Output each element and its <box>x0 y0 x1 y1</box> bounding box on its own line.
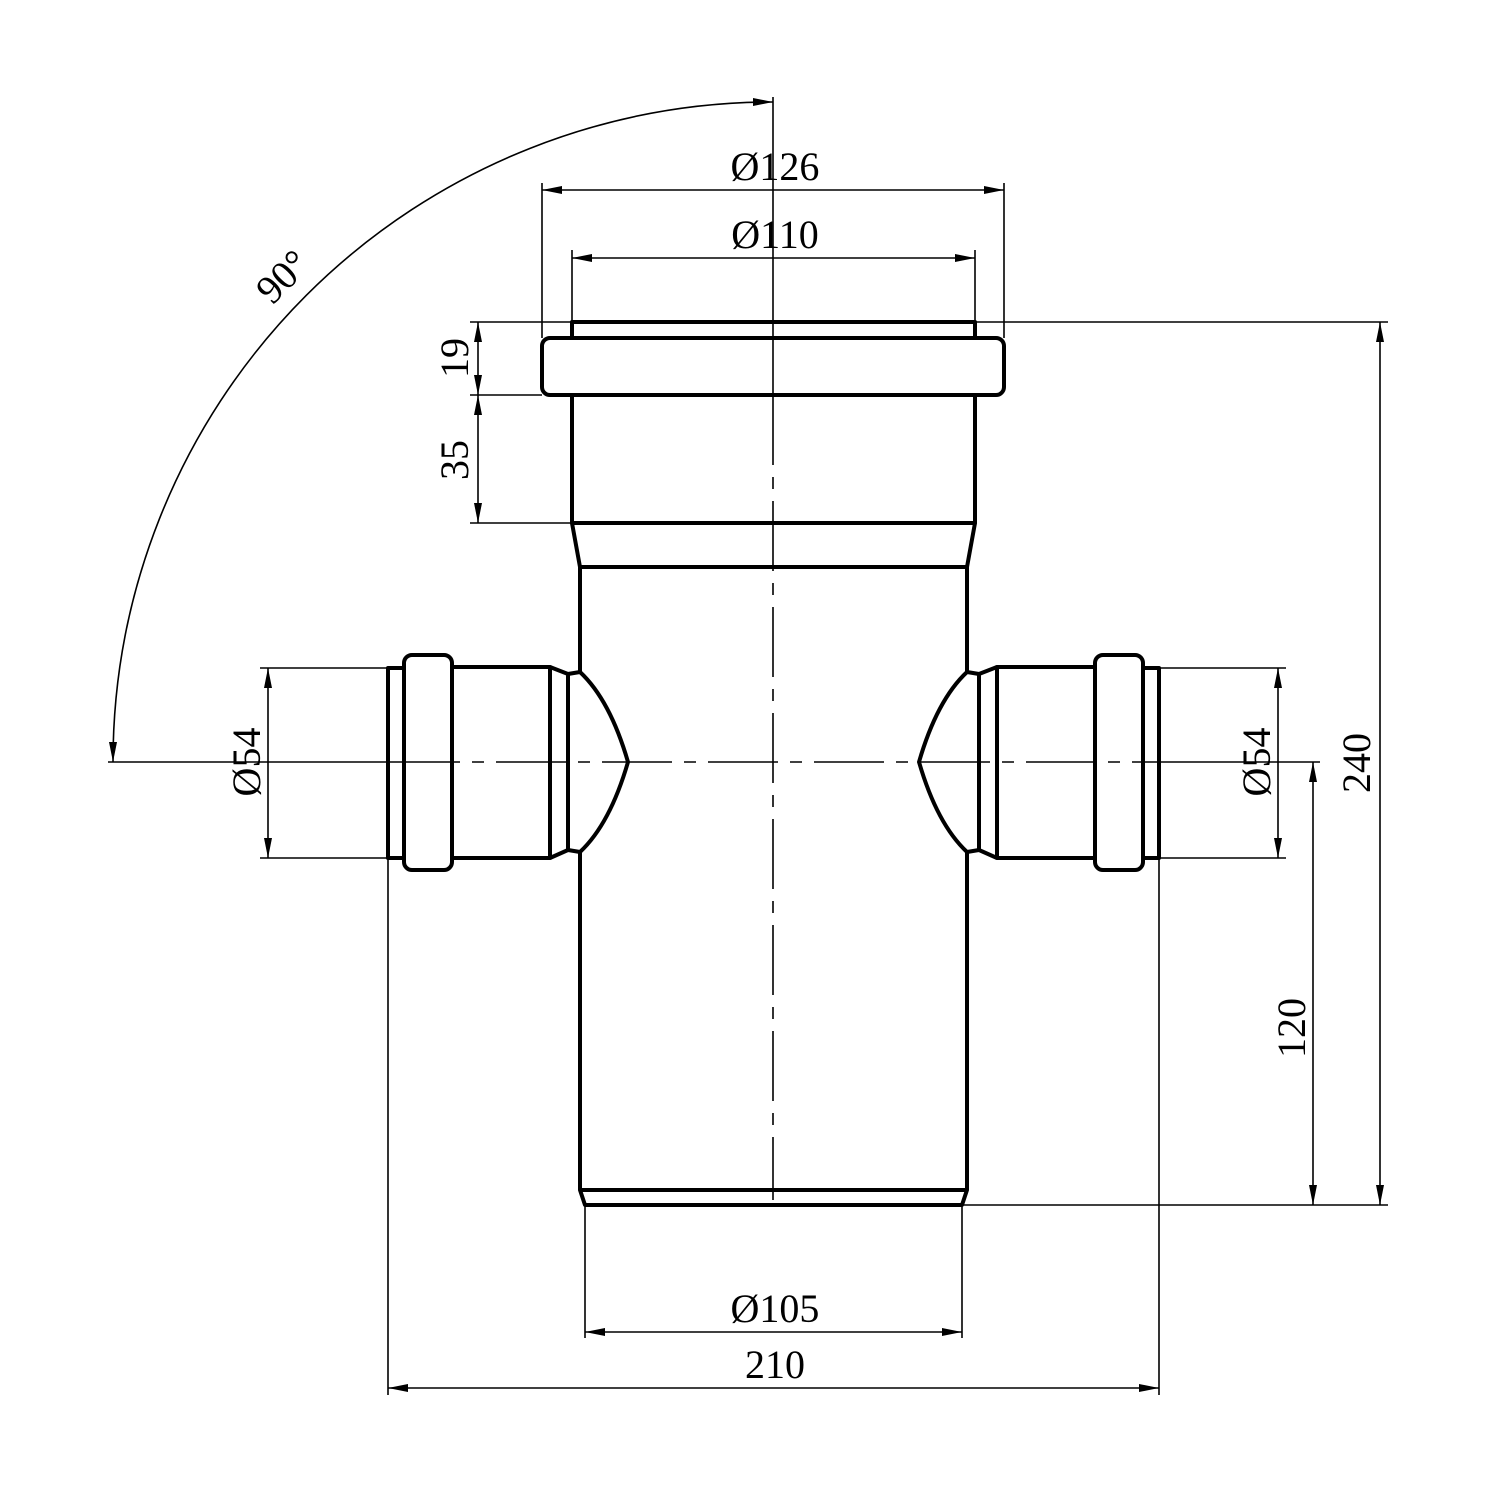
overall-height-label: 240 <box>1334 733 1379 793</box>
dimension-labels: 90° Ø126 Ø110 19 35 240 120 Ø54 Ø54 Ø105… <box>224 144 1379 1387</box>
spigot-diameter-label: Ø105 <box>731 1286 820 1331</box>
branch-diameter-right-label: Ø54 <box>1234 728 1279 797</box>
angle-label: 90° <box>247 241 318 312</box>
socket-depth-label: 35 <box>432 440 477 480</box>
overall-width-label: 210 <box>745 1342 805 1387</box>
extension-lines <box>260 183 1388 1395</box>
socket-outer-diameter-label: Ø126 <box>731 144 820 189</box>
branch-diameter-left-label: Ø54 <box>224 728 269 797</box>
centerlines <box>108 97 1320 1200</box>
dimension-lines <box>109 98 1384 1392</box>
socket-inner-diameter-label: Ø110 <box>731 212 818 257</box>
branch-height-label: 120 <box>1269 998 1314 1058</box>
ring-height-label: 19 <box>432 338 477 378</box>
